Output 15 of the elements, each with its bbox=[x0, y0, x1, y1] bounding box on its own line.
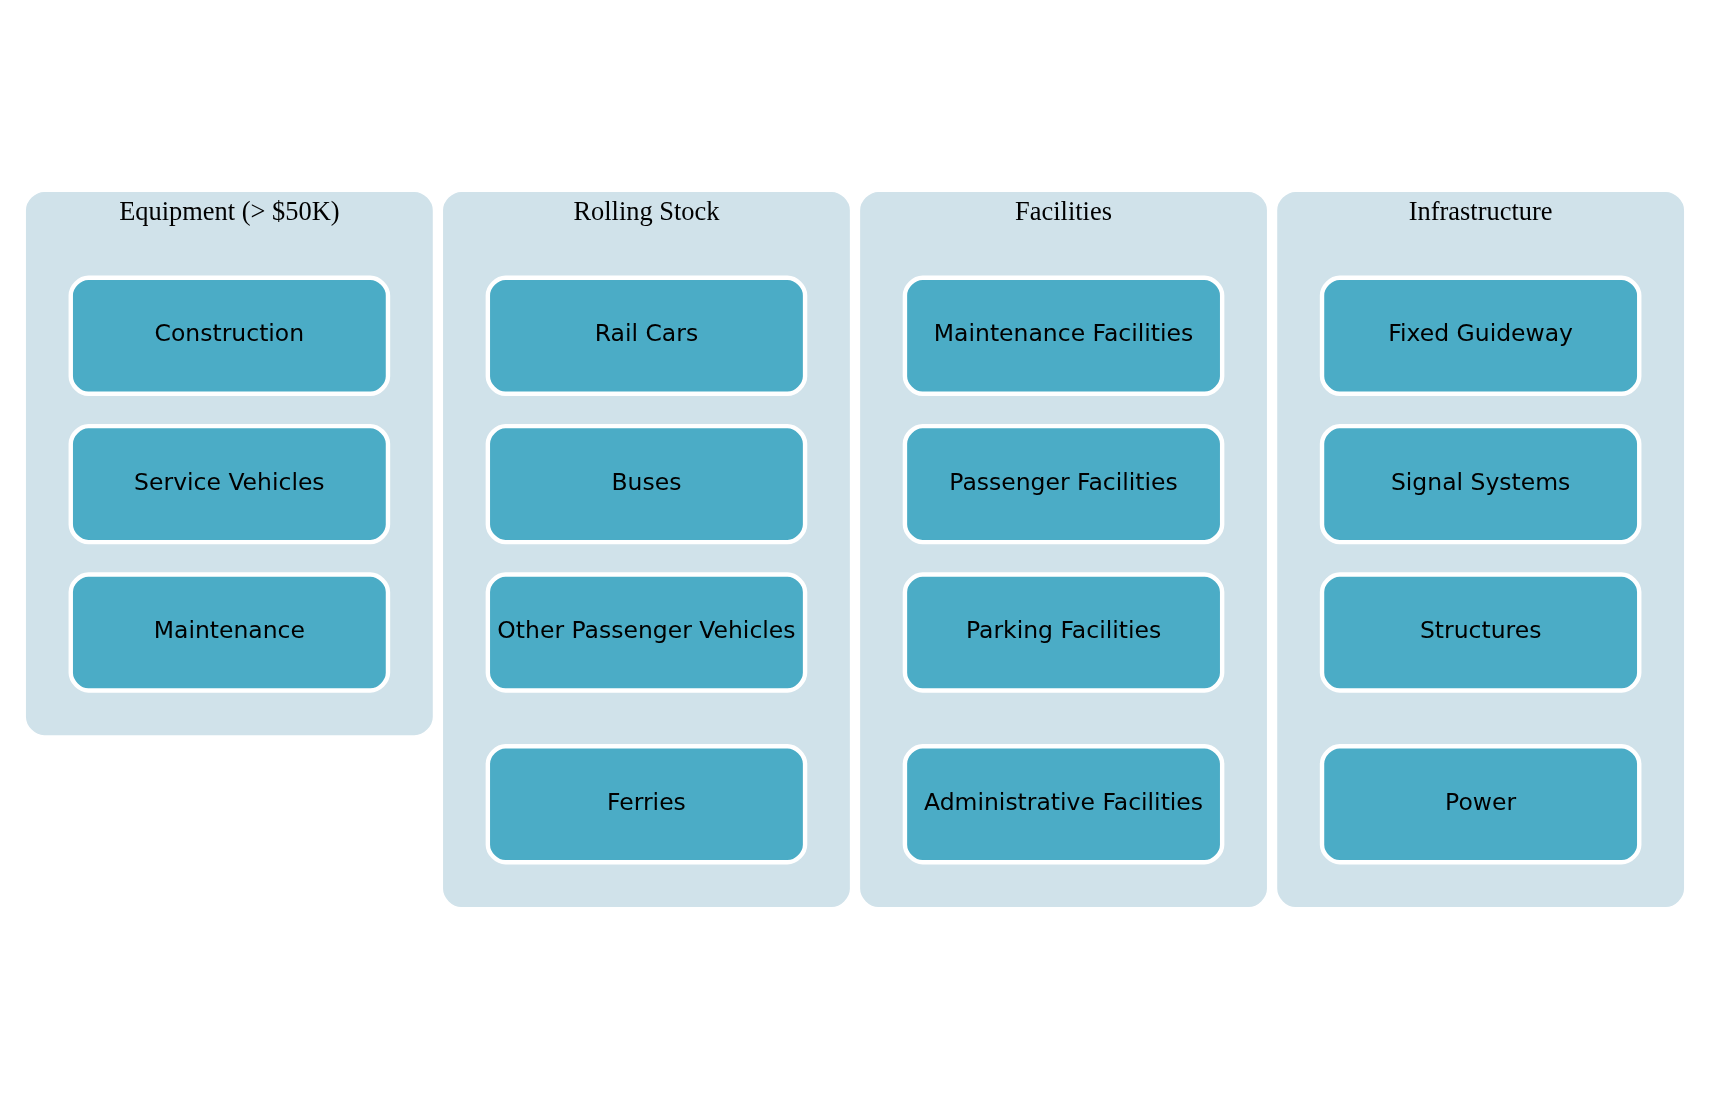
node-box: Buses bbox=[485, 423, 808, 544]
node-box: Passenger Facilities bbox=[902, 423, 1225, 544]
node-box: Other Passenger Vehicles bbox=[485, 571, 808, 693]
node-box: Administrative Facilities bbox=[902, 743, 1225, 865]
node-box: Ferries bbox=[485, 743, 808, 865]
node-box: Power bbox=[1319, 743, 1642, 865]
node-box: Service Vehicles bbox=[68, 423, 391, 544]
node-box: Construction bbox=[68, 275, 391, 396]
node-box: Maintenance Facilities bbox=[902, 275, 1225, 396]
node-box: Rail Cars bbox=[485, 275, 808, 396]
node-box: Fixed Guideway bbox=[1319, 275, 1642, 396]
node-box: Maintenance bbox=[68, 571, 391, 693]
node-box: Structures bbox=[1319, 571, 1642, 693]
node-box: Signal Systems bbox=[1319, 423, 1642, 544]
node-box: Parking Facilities bbox=[902, 571, 1225, 693]
